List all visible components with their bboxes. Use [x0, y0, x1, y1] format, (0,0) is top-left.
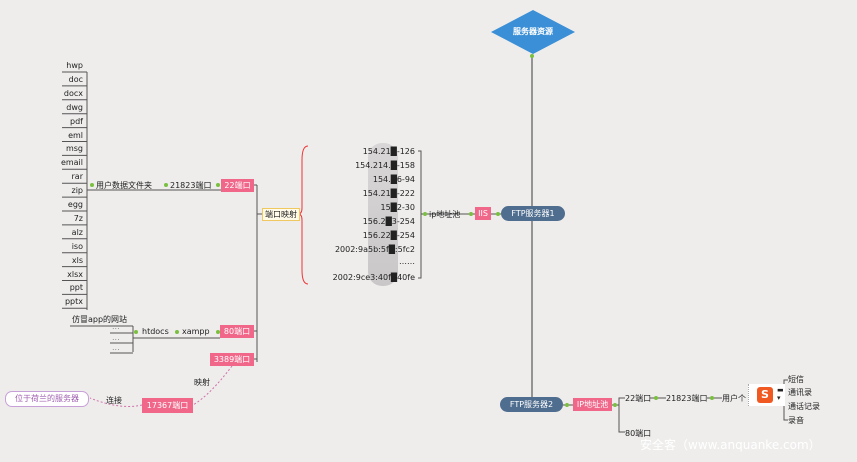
sogou-logo-icon: S [757, 387, 773, 403]
connector-dot [496, 212, 500, 216]
ftp-server-1-node[interactable]: FTP服务器1 [501, 206, 565, 221]
contacts-node[interactable]: 通讯录 [788, 388, 812, 397]
user-data-folder-node[interactable]: 用户数据文件夹 [96, 181, 152, 190]
ellipsis-node[interactable]: ... [112, 333, 120, 342]
ip-address-node[interactable]: …… [399, 257, 415, 266]
port-3389-node[interactable]: 3389端口 [210, 353, 254, 366]
ip-address-node[interactable]: 154.█6-94 [372, 175, 415, 184]
file-type-node[interactable]: pptx [64, 297, 83, 307]
ip-address-node[interactable]: 2002:9a5b:5f█:5fc2 [334, 245, 415, 254]
recording-node[interactable]: 录音 [788, 416, 804, 425]
ip-address-node[interactable]: 154.21█-126 [362, 147, 415, 156]
connector-dot [613, 403, 617, 407]
ftp2-port-80-node[interactable]: 80端口 [625, 429, 652, 438]
connector-dot [134, 330, 138, 334]
connector-dot [654, 396, 658, 400]
ip-address-node[interactable]: 156.2█3-254 [362, 217, 415, 226]
connector-dot [710, 396, 714, 400]
ftp-server-2-node[interactable]: FTP服务器2 [500, 397, 563, 412]
ftp2-port-22-node[interactable]: 22端口 [625, 394, 652, 403]
xampp-node[interactable]: xampp [182, 327, 210, 336]
redaction-blur [368, 143, 398, 286]
file-type-node[interactable]: msg [65, 144, 83, 154]
ip-pool-2-node[interactable]: IP地址池 [573, 398, 612, 411]
file-type-node[interactable]: 7z [73, 213, 83, 223]
file-type-node[interactable]: dwg [66, 102, 83, 112]
mapping-label: 映射 [194, 378, 210, 387]
connector-dot [530, 54, 534, 58]
ip-pool-node[interactable]: ip地址池 [429, 210, 461, 219]
connector-dot [175, 330, 179, 334]
file-type-node[interactable]: eml [68, 130, 83, 140]
ime-toolbar[interactable]: S ▬▾ [748, 384, 785, 406]
file-type-node[interactable]: ppt [69, 283, 83, 293]
root-label: 服务器资源 [513, 27, 553, 36]
file-type-node[interactable]: rar [71, 172, 83, 182]
connect-label: 连接 [106, 396, 122, 405]
call-log-node[interactable]: 通话记录 [788, 402, 820, 411]
connector-dot [565, 403, 569, 407]
port-17367-node[interactable]: 17367端口 [142, 398, 193, 413]
ftp2-port-21823-node[interactable]: 21823端口 [666, 394, 708, 403]
file-type-node[interactable]: zip [71, 186, 84, 196]
ip-address-node[interactable]: 156.22█-254 [362, 231, 415, 240]
ellipsis-node[interactable]: ... [112, 322, 120, 331]
watermark: 安全客（www.anquanke.com） [640, 438, 821, 452]
port-80-node[interactable]: 80端口 [220, 325, 254, 338]
ip-address-node[interactable]: 154.21█-222 [362, 189, 415, 198]
port-21823-node[interactable]: 21823端口 [170, 181, 212, 190]
file-type-node[interactable]: alz [71, 227, 83, 237]
file-type-node[interactable]: email [60, 158, 83, 168]
connector-dot [90, 183, 94, 187]
file-type-node[interactable]: docx [63, 88, 83, 98]
updown-icon[interactable]: ▬▾ [777, 386, 784, 402]
file-type-node[interactable]: xlsx [67, 269, 83, 279]
connector-dot [164, 183, 168, 187]
netherlands-server-node[interactable]: 位于荷兰的服务器 [5, 391, 89, 407]
file-type-node[interactable]: hwp [66, 61, 83, 70]
root-node[interactable]: 服务器资源 [491, 10, 575, 54]
sms-node[interactable]: 短信 [788, 375, 804, 384]
file-type-node[interactable]: egg [67, 200, 83, 209]
user-personal-node[interactable]: 用户个 [722, 394, 746, 403]
fake-app-site-node[interactable]: 仿冒app的网站 [72, 315, 128, 324]
file-type-node[interactable]: xls [71, 255, 83, 265]
connector-dot [216, 183, 220, 187]
connector-dot [469, 212, 473, 216]
file-type-node[interactable]: iso [71, 241, 83, 251]
connector-dot [423, 212, 427, 216]
port-mapping-node[interactable]: 端口映射 [262, 208, 300, 221]
iis-node[interactable]: IIS [475, 207, 491, 220]
connector-dot [216, 330, 220, 334]
ip-address-node[interactable]: 154.214.█-158 [355, 161, 415, 170]
ip-address-node[interactable]: 2002:9ce3:40f█40fe [332, 273, 415, 282]
file-type-node[interactable]: doc [68, 74, 83, 84]
htdocs-node[interactable]: htdocs [142, 327, 169, 336]
port-22-node[interactable]: 22端口 [221, 179, 254, 192]
ellipsis-node[interactable]: ... [112, 343, 120, 352]
ip-address-node[interactable]: 15█2-30 [380, 203, 416, 212]
file-type-node[interactable]: pdf [70, 116, 83, 126]
